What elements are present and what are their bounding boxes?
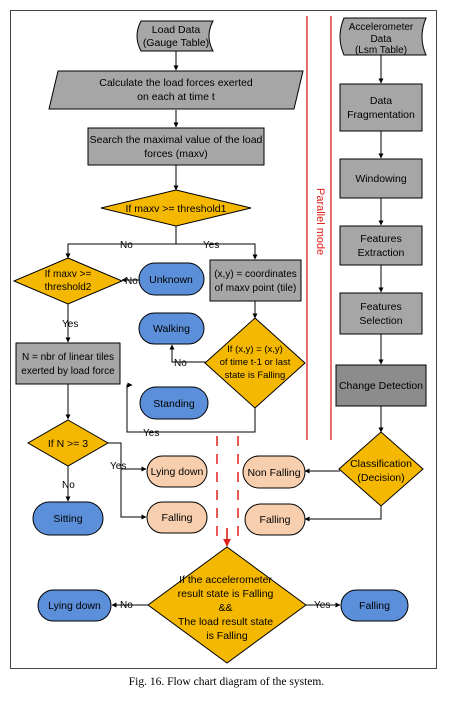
standing-terminal: Standing (139, 386, 209, 420)
final-falling-terminal: Falling (340, 589, 409, 622)
final-lying-down-terminal: Lying down (37, 589, 112, 622)
edge-label-no-n3: No (62, 480, 75, 491)
load-data-node: Load Data(Gauge Table) (136, 20, 214, 52)
falling-left-terminal: Falling (146, 501, 208, 534)
svg-text:Falling: Falling (359, 600, 390, 612)
svg-text:If maxv >=threshold2: If maxv >=threshold2 (45, 269, 92, 293)
final-decision: If the accelerometer result state is Fal… (147, 546, 307, 664)
svg-text:Change Detection: Change Detection (339, 380, 423, 392)
edge-label-yes-xy: Yes (143, 428, 159, 439)
svg-text:Falling: Falling (162, 512, 193, 524)
classification-decision: Classification(Decision) (338, 431, 424, 507)
unknown-terminal: Unknown (138, 262, 205, 296)
n3-decision: If N >= 3 (26, 419, 110, 467)
lying-down-left-terminal: Lying down (146, 455, 208, 488)
svg-text:Unknown: Unknown (149, 274, 193, 286)
svg-text:If (x,y) = (x,y)of time t-1 or: If (x,y) = (x,y)of time t-1 or laststate… (220, 344, 291, 381)
svg-text:Classification(Decision): Classification(Decision) (350, 458, 412, 484)
svg-text:Load Data(Gauge Table): Load Data(Gauge Table) (143, 24, 209, 49)
sitting-terminal: Sitting (32, 501, 104, 536)
diagram-frame (10, 10, 437, 669)
svg-text:Lying down: Lying down (151, 466, 204, 478)
svg-text:Sitting: Sitting (53, 513, 82, 525)
non-falling-terminal: Non Falling (242, 455, 306, 489)
edge-label-yes-th1: Yes (203, 240, 219, 251)
svg-text:Search the maximal value of th: Search the maximal value of the loadforc… (90, 134, 263, 160)
edge-label-yes-final: Yes (314, 600, 330, 611)
svg-text:Falling: Falling (260, 514, 291, 526)
svg-text:Non Falling: Non Falling (247, 467, 300, 479)
svg-text:If N >= 3: If N >= 3 (48, 438, 88, 450)
threshold1-decision: If maxv >= threshold1 (100, 189, 252, 227)
svg-text:If the accelerometer res: If the accelerometer result state is Fal… (178, 574, 277, 642)
edge-label-no-th2: No (125, 276, 138, 287)
svg-text:Standing: Standing (153, 398, 195, 410)
edge-label-no-xy: No (174, 358, 187, 369)
svg-text:Windowing: Windowing (355, 173, 407, 185)
svg-text:Walking: Walking (153, 323, 190, 335)
figure-caption: Fig. 16. Flow chart diagram of the syste… (128, 676, 325, 688)
change-detection-node: Change Detection (335, 364, 427, 407)
falling-right-terminal: Falling (244, 503, 306, 536)
parallel-mode-label: Parallel mode (314, 188, 326, 255)
edge-label-no-th1: No (120, 240, 133, 251)
windowing-node: Windowing (339, 158, 423, 199)
connectors (65, 51, 384, 608)
svg-text:Lying down: Lying down (48, 600, 101, 612)
edge-label-yes-th2: Yes (62, 319, 78, 330)
edge-label-yes-n3: Yes (110, 461, 126, 472)
flowchart-diagram: Parallel mode No Yes No Yes No (10, 10, 437, 669)
walking-terminal: Walking (138, 312, 205, 345)
svg-text:If maxv >= threshold1: If maxv >= threshold1 (126, 203, 227, 215)
threshold2-decision: If maxv >=threshold2 (12, 257, 124, 305)
edge-label-no-final: No (120, 600, 133, 611)
